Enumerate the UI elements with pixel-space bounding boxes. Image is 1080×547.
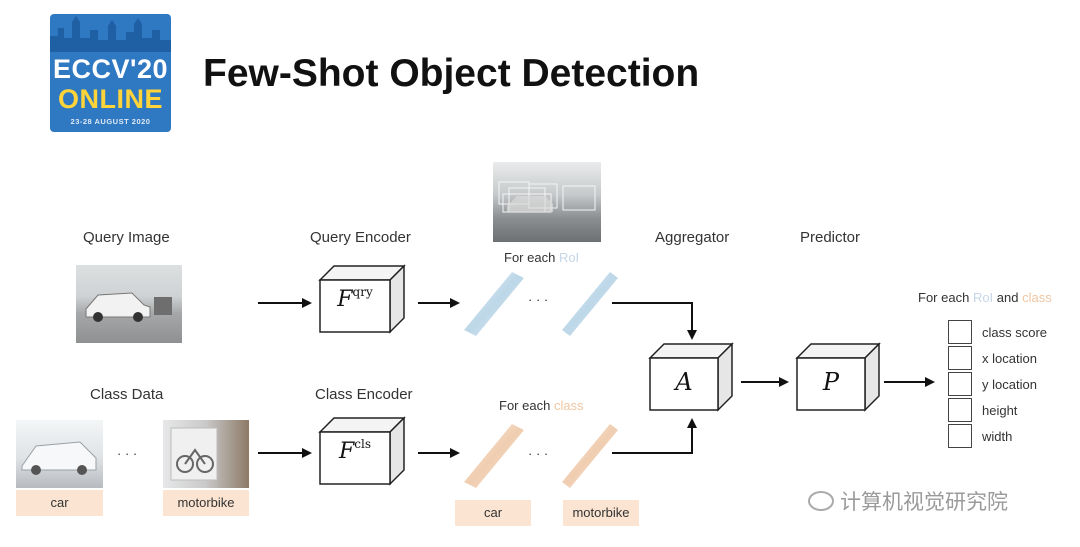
roi-feature-vectors [464, 272, 618, 336]
arrow-class-to-aggregator [612, 418, 697, 454]
class-encoder-cube [318, 416, 406, 486]
aggregator-label: Aggregator [655, 229, 730, 246]
output-label-height: height [982, 403, 1018, 418]
for-each-roi-caption: For each RoI [504, 250, 579, 265]
class-data-label: Class Data [90, 386, 164, 403]
class-feature-motorbike [562, 424, 618, 488]
for-each-roi-class-caption: For each RoI and class [918, 290, 1052, 305]
class-feature-vectors [464, 424, 618, 488]
arrow-roi-to-aggregator [612, 302, 697, 340]
logo-line-1: ECCV'20 [53, 54, 168, 84]
feature-chip-motorbike: motorbike [563, 500, 639, 526]
class-encoder-label: Class Encoder [315, 386, 413, 403]
query-encoder-label: Query Encoder [310, 229, 411, 246]
feature-chip-car: car [455, 500, 531, 526]
car-icon [85, 292, 172, 322]
query-image-label: Query Image [83, 229, 170, 246]
class-encoder-symbol: Fcls [339, 437, 371, 464]
output-cell-width [948, 424, 972, 448]
for-each-roi-text: For each [504, 250, 556, 265]
output-cell-height [948, 398, 972, 422]
chat-icon [808, 491, 834, 511]
output-cell-y-location [948, 372, 972, 396]
for-each-roi-faded: RoI [558, 250, 580, 265]
roi-boxes [498, 181, 596, 213]
page-title: Few-Shot Object Detection [203, 52, 700, 95]
query-encoder-cube [318, 264, 406, 334]
logo-dates: 23-28 AUGUST 2020 [70, 117, 151, 126]
aggregator-symbol: A [675, 368, 693, 396]
aggregator-cube [648, 342, 734, 412]
city-skyline-icon [50, 16, 171, 52]
class-feature-ellipsis: · · · [528, 446, 549, 461]
roi-ellipsis: · · · [528, 292, 549, 307]
roi-feature-2 [562, 272, 618, 336]
predictor-label: Predictor [800, 229, 861, 246]
predictor-symbol: P [822, 368, 840, 396]
for-each-class-caption: For each class [499, 398, 584, 413]
eccv-logo: ECCV'20 ONLINE 23-28 AUGUST 2020 [50, 14, 171, 132]
class-image-motorbike [163, 420, 249, 488]
car-icon [21, 441, 97, 475]
output-label-width: width [982, 429, 1013, 444]
output-label-class-score: class score [982, 325, 1048, 340]
class-feature-car [464, 424, 524, 488]
class-image-car [16, 420, 103, 488]
query-image [76, 265, 182, 343]
query-encoder-symbol: Fqry [337, 285, 373, 312]
logo-line-2: ONLINE [57, 84, 163, 114]
detection-scene-image [493, 162, 601, 242]
class-chip-car: car [16, 490, 103, 516]
output-cell-x-location [948, 346, 972, 370]
class-ellipsis: · · · [117, 446, 138, 461]
output-label-y-location: y location [982, 377, 1037, 392]
roi-feature-1 [464, 272, 524, 336]
class-chip-motorbike: motorbike [163, 490, 249, 516]
output-cell-class-score [948, 320, 972, 344]
output-label-x-location: x location [982, 351, 1037, 366]
motorbike-icon [170, 427, 218, 481]
watermark: 计算机视觉研究院 [808, 486, 1008, 516]
predictor-cube [795, 342, 881, 412]
